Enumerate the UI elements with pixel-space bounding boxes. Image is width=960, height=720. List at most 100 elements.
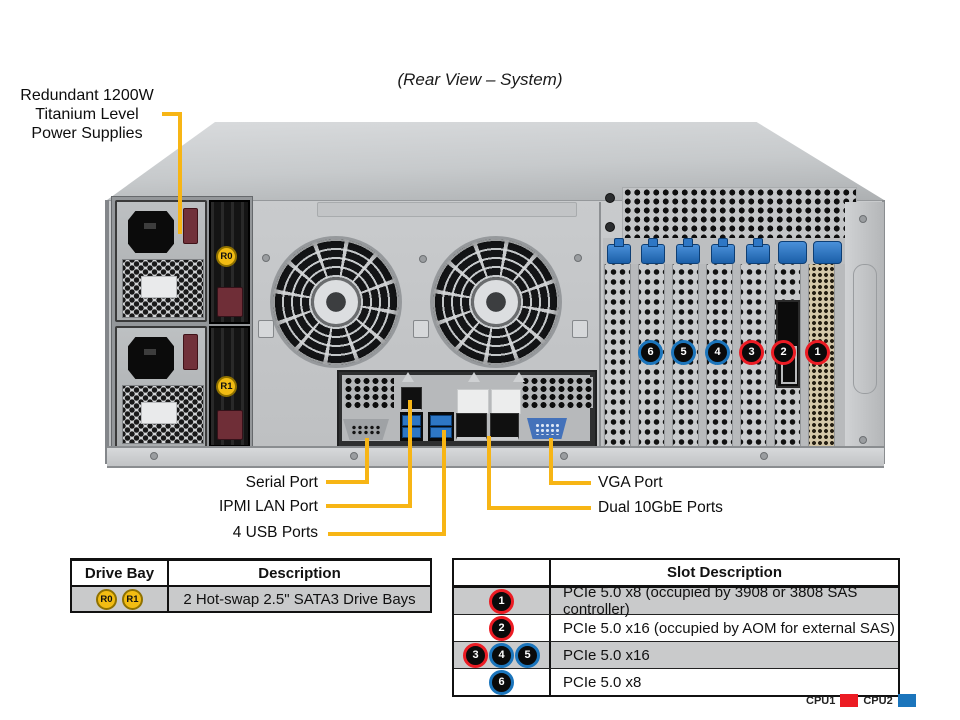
- cpu-legend: CPU1 CPU2: [806, 694, 916, 707]
- screw-icon: [760, 452, 768, 460]
- psu-label-sticker: [141, 402, 177, 424]
- pcie-latch: [746, 238, 770, 264]
- lan-callout-line: [487, 506, 591, 510]
- psu-module-top: [115, 200, 207, 322]
- pcie-top-grille: [622, 187, 857, 240]
- system-fan-right: [430, 236, 562, 368]
- usb-callout-line: [328, 532, 446, 536]
- chassis-handle-ledge: [317, 202, 577, 217]
- lan-port-1: [456, 413, 487, 440]
- drive-bay-badges-cell: R0 R1: [72, 587, 169, 611]
- screw-icon: [859, 215, 867, 223]
- slot-badge-6: 6: [638, 340, 663, 365]
- panel-divider: [599, 202, 601, 448]
- psu-callout-line2: Titanium Level: [35, 106, 139, 123]
- slot-description-cell: PCIe 5.0 x16: [563, 646, 650, 664]
- slot-badge-cell: 1: [454, 588, 551, 614]
- r0-badge: R0: [96, 588, 117, 610]
- psu-label-sticker: [141, 276, 177, 298]
- lan-label-sticker: [491, 389, 521, 414]
- pcie-latch: [607, 238, 631, 264]
- slot-badge-5: 5: [671, 340, 696, 365]
- slot-badge-1: 1: [489, 588, 514, 614]
- serial-port-label: Serial Port: [245, 474, 318, 491]
- fan-clip: [413, 320, 429, 338]
- drive-bay-table-row: R0 R1 2 Hot-swap 2.5" SATA3 Drive Bays: [72, 587, 430, 611]
- slot-badge-3: 3: [739, 340, 764, 365]
- vga-port-label: VGA Port: [598, 474, 663, 491]
- serial-port: [343, 419, 389, 440]
- slot-description-cell: PCIe 5.0 x8: [563, 673, 642, 691]
- psu-callout-line: [162, 112, 182, 116]
- slot-badge-2: 2: [489, 615, 514, 641]
- drive-bay-description: 2 Hot-swap 2.5" SATA3 Drive Bays: [183, 590, 416, 608]
- warning-triangle-icon: [468, 372, 480, 382]
- screw-icon: [150, 452, 158, 460]
- drive-bay-header-cell: Drive Bay: [72, 561, 169, 585]
- vent-grid: [344, 377, 394, 408]
- slot-badge-cell: 6: [454, 669, 551, 695]
- slot-table-row-4: 6 PCIe 5.0 x8: [454, 669, 898, 695]
- cpu2-color-swatch: [897, 694, 916, 707]
- psu-handle: [183, 334, 198, 370]
- lan-callout-line: [487, 436, 491, 510]
- psu-callout-line: [178, 112, 182, 234]
- slot-badge-4: 4: [489, 642, 514, 668]
- screw-icon: [560, 452, 568, 460]
- slot-description-table: Slot Description 1 PCIe 5.0 x8 (occupied…: [452, 558, 900, 697]
- r1-badge: R1: [122, 588, 143, 610]
- slot-table-header: Slot Description: [454, 560, 898, 588]
- pcie-slot-bracket-7: [604, 264, 631, 448]
- slot-description-cell: PCIe 5.0 x8 (occupied by 3908 or 3808 SA…: [563, 584, 858, 618]
- system-fan-left: [270, 236, 402, 368]
- serial-port-pins: [351, 425, 381, 435]
- warning-triangle-icon: [402, 372, 414, 382]
- chassis-left-edge: [105, 200, 109, 464]
- screw-icon: [262, 254, 270, 262]
- slot-badge-header-cell: [454, 560, 551, 585]
- screw-icon: [605, 222, 615, 232]
- cpu1-color-swatch: [840, 694, 859, 707]
- vent-grid: [521, 377, 593, 408]
- vga-port: [527, 418, 567, 439]
- page-title: (Rear View – System): [397, 70, 563, 89]
- drive-bay-table: Drive Bay Description R0 R1 2 Hot-swap 2…: [70, 558, 432, 613]
- screw-icon: [605, 193, 615, 203]
- slot-badge-6: 6: [489, 669, 514, 695]
- drive-bay-latch: [217, 287, 243, 317]
- screw-icon: [419, 255, 427, 263]
- pcie-latch: [711, 238, 735, 264]
- pcie-latch-wide: [813, 241, 842, 264]
- fan-clip: [258, 320, 274, 338]
- slot-table-row-3: 3 4 5 PCIe 5.0 x16: [454, 642, 898, 669]
- slot-badge-5: 5: [515, 642, 540, 668]
- psu-callout-label: Redundant 1200W Titanium Level Power Sup…: [6, 86, 168, 143]
- slot-badge-4: 4: [705, 340, 730, 365]
- pcie-latch: [641, 238, 665, 264]
- slot-description-header-cell: Slot Description: [666, 564, 782, 581]
- slot-badge-2: 2: [771, 340, 796, 365]
- serial-callout-line: [326, 480, 369, 484]
- usb-callout-line: [442, 430, 446, 536]
- ipmi-callout-line: [326, 504, 412, 508]
- ac-inlet-icon: [128, 337, 174, 379]
- chassis-bottom-flange: [107, 446, 884, 468]
- slot-badge-3: 3: [463, 642, 488, 668]
- description-header-cell: Description: [258, 564, 341, 582]
- ac-inlet-icon: [128, 211, 174, 253]
- vga-callout-line: [549, 481, 591, 485]
- usb-ports-label: 4 USB Ports: [232, 524, 318, 541]
- vga-callout-line: [549, 438, 553, 485]
- usb-ports-pair2: [428, 412, 454, 441]
- right-rail: [845, 202, 884, 448]
- cpu1-label: CPU1: [806, 694, 836, 707]
- lan-label-sticker: [457, 389, 489, 414]
- cpu2-label: CPU2: [863, 694, 893, 707]
- fan-clip: [572, 320, 588, 338]
- slot-badge-1: 1: [805, 340, 830, 365]
- ipmi-lan-port-label: IPMI LAN Port: [218, 498, 318, 515]
- psu-bay-frame: [111, 196, 253, 450]
- dual-10gbe-label: Dual 10GbE Ports: [598, 499, 723, 516]
- pcie-latch: [676, 238, 700, 264]
